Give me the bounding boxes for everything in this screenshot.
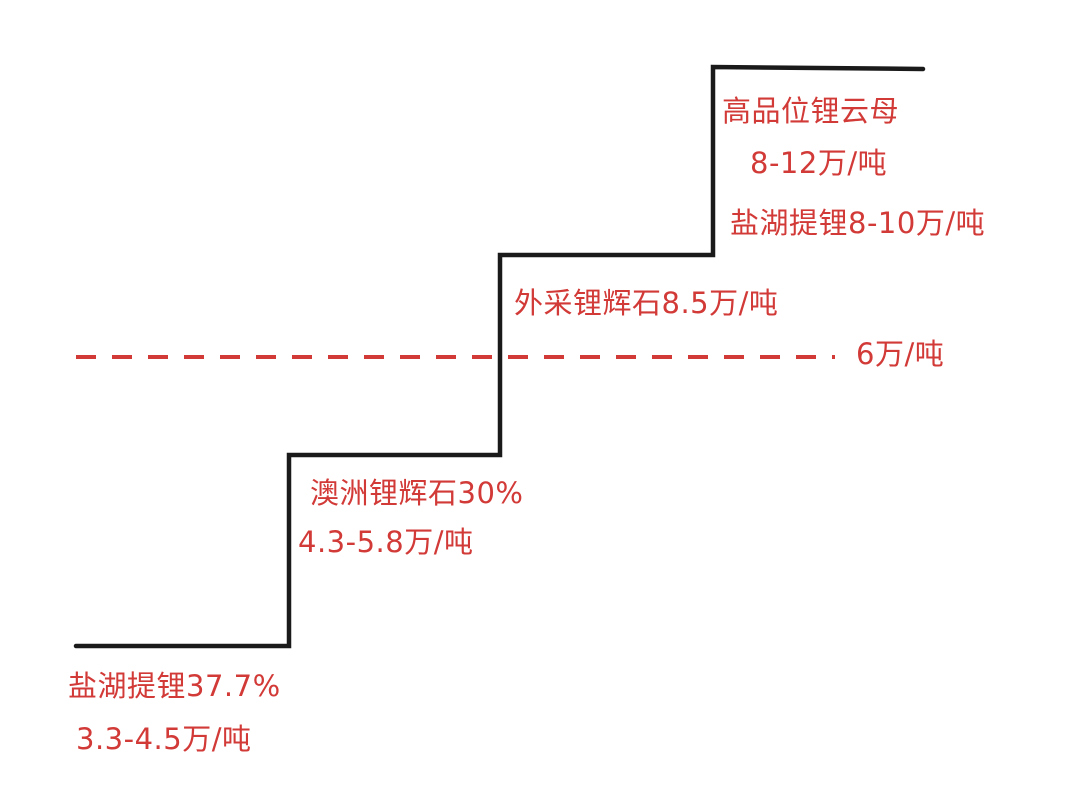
tier3-label: 外采锂辉石8.5万/吨: [514, 286, 779, 320]
tier2-price-label: 4.3-5.8万/吨: [298, 525, 474, 559]
tier4-source-label: 高品位锂云母: [722, 94, 900, 128]
tier1-source-label: 盐湖提锂37.7%: [68, 669, 281, 703]
staircase-line: [73, 64, 926, 649]
tier2-source-label: 澳洲锂辉石30%: [310, 476, 524, 510]
tier1-price-label: 3.3-4.5万/吨: [76, 722, 252, 756]
tier4-price-label: 8-12万/吨: [750, 146, 888, 180]
threshold-label: 6万/吨: [856, 337, 945, 371]
tier4-alt-label: 盐湖提锂8-10万/吨: [730, 206, 986, 240]
